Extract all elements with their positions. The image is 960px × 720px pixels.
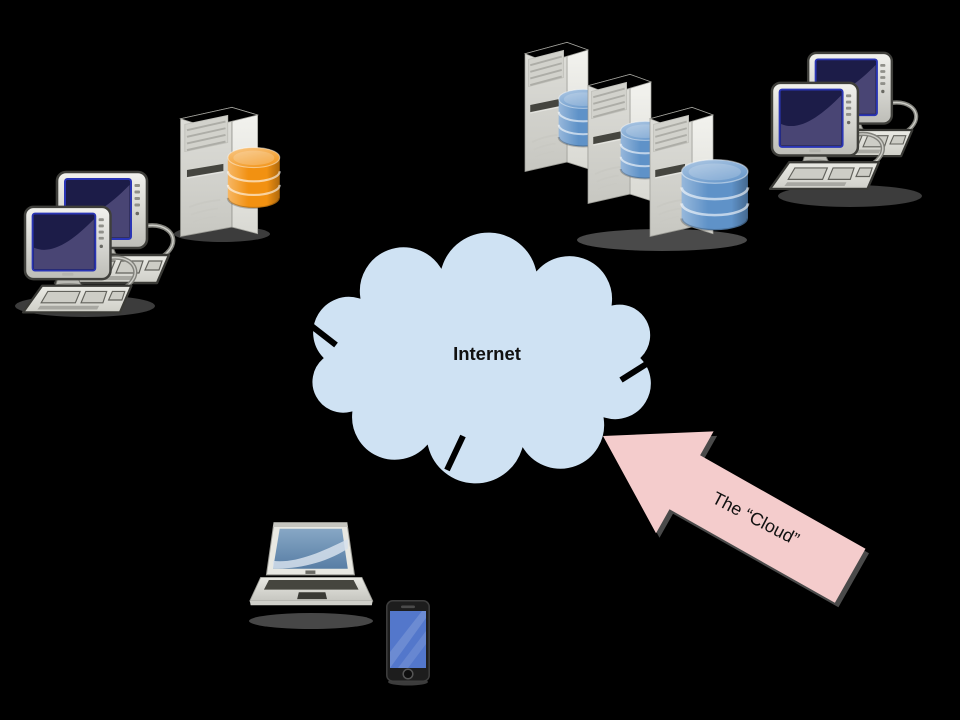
cloud-arrow-group: The “Cloud” — [603, 431, 869, 608]
server-cluster-group — [524, 41, 750, 251]
left-computer-group — [15, 172, 173, 317]
laptop-icon — [249, 522, 374, 606]
connector-laptop — [444, 434, 466, 472]
cloud-arrow — [603, 431, 866, 603]
cloud-shape — [309, 230, 654, 486]
right-computer-group — [770, 53, 922, 207]
smartphone-icon — [386, 600, 430, 682]
smartphone-group — [386, 600, 430, 686]
cloud-label: Internet — [453, 343, 521, 364]
cloud-group: Internet — [307, 230, 669, 486]
database-icon — [680, 158, 750, 232]
left-server-group — [174, 106, 281, 242]
shadow — [778, 185, 922, 207]
shadow — [577, 229, 747, 251]
connector-left-computers — [307, 321, 338, 348]
database-icon — [226, 146, 281, 209]
shadow — [249, 613, 373, 629]
laptop-group — [249, 522, 374, 629]
connector-right-computers — [619, 348, 669, 383]
